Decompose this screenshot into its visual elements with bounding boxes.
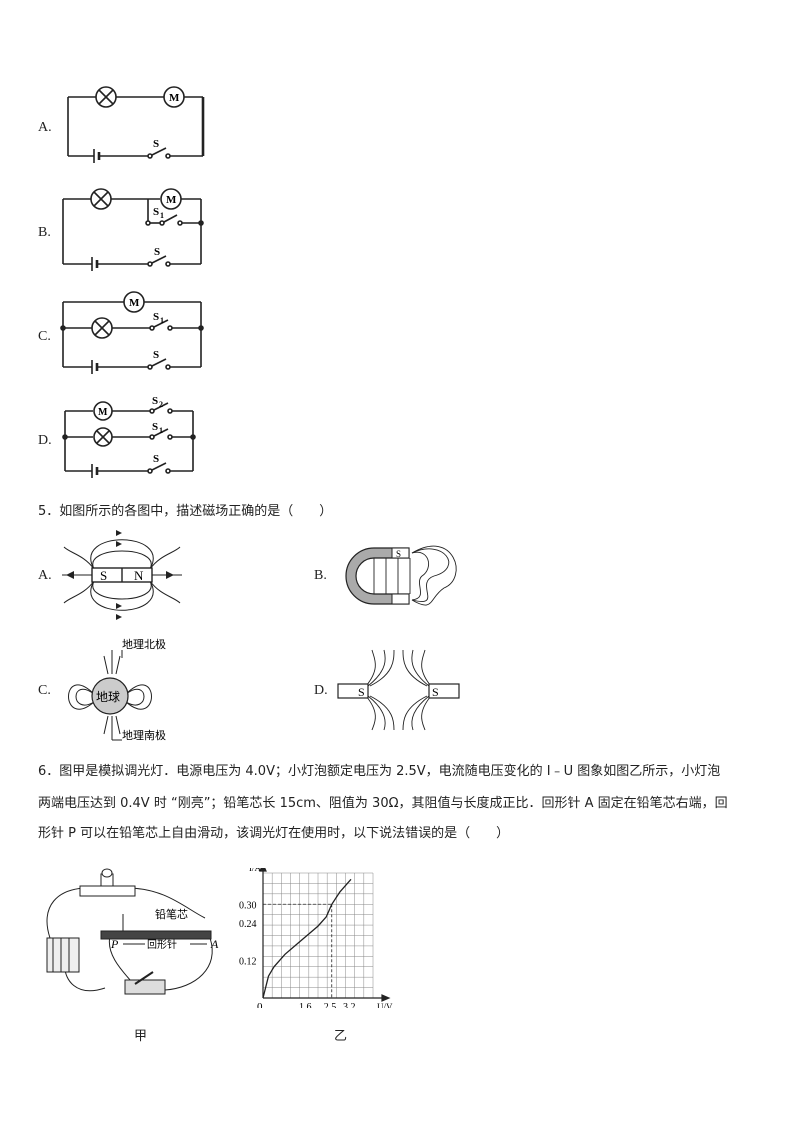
q5-option-a-label: A. (38, 568, 52, 583)
chart-x-tick-labels: 1.6 2.5 3.2 (299, 1002, 356, 1008)
magnet-s-label: S (100, 568, 107, 583)
clip-a-label: A (210, 937, 219, 951)
chart-y-tick-labels: 0.30 0.24 0.12 (239, 900, 257, 967)
motor-label: M (169, 92, 180, 104)
chart-axes (259, 868, 391, 1002)
switch-s1-sub: 1 (160, 211, 164, 220)
earth-magnetic-field-diagram: 地球 地理北极 地理南极 (68, 637, 166, 742)
switch-s1-sub: 1 (160, 316, 164, 325)
motor-label: M (129, 297, 140, 309)
geo-south-label: 地理南极 (122, 728, 166, 742)
q5-option-c-label: C. (38, 683, 51, 698)
horseshoe-magnet-field-diagram: S (345, 545, 457, 606)
switch-s1-label: S (152, 421, 158, 433)
circuit-d: M S 2 S 1 S (62, 395, 196, 478)
switch-s-label: S (154, 246, 160, 258)
chart-grid (263, 872, 374, 998)
earth-label: 地球 (96, 690, 120, 704)
option-a-label: A. (38, 120, 52, 135)
right-s-label: S (432, 685, 439, 699)
circuit-c: M S 1 S (60, 291, 204, 374)
magnet-n-label: N (134, 568, 144, 583)
geo-north-label: 地理北极 (122, 637, 166, 651)
pencil-lead-label: 铅笔芯 (155, 907, 188, 921)
chart-xlabel: U/V (377, 1002, 393, 1008)
chart-ylabel: I/A (249, 868, 261, 873)
q5-option-b-label: B. (314, 568, 327, 583)
magnet-s-label: S (396, 549, 401, 559)
switch-s2-label: S (152, 395, 158, 407)
x-tick-label: 3.2 (343, 1002, 356, 1008)
switch-s-label: S (153, 453, 159, 465)
option-d-label: D. (38, 433, 52, 448)
switch-s1-label: S (153, 206, 159, 218)
switch-s2-sub: 2 (159, 400, 163, 409)
two-s-poles-field-diagram: S S (337, 649, 460, 731)
circuit-b: M S 1 S (62, 188, 204, 271)
switch-s-label: S (153, 349, 159, 361)
q5-option-d-label: D. (314, 683, 328, 698)
question-6-line-2: 两端电压达到 0.4V 时 “刚亮”；铅笔芯长 15cm、阻值为 30Ω，其阻值… (38, 796, 728, 811)
x-tick-label: 1.6 (299, 1002, 312, 1008)
figure-jia-caption: 甲 (134, 1029, 148, 1044)
switch-s1-sub: 1 (159, 426, 163, 435)
switch-s1-label: S (153, 311, 159, 323)
y-axis-arrow (259, 868, 267, 872)
question-5-stem: 5．如图所示的各图中，描述磁场正确的是（ ） (38, 504, 333, 519)
y-tick-label: 0.30 (239, 900, 257, 911)
chart-origin-label: 0 (257, 1001, 263, 1008)
x-tick-label: 2.5 (324, 1002, 337, 1008)
bar-magnet-field-diagram: S N (62, 530, 182, 620)
iu-graph: 1.6 2.5 3.2 0.30 0.24 0.12 0 I/A U/V (239, 868, 393, 1008)
motor-label: M (98, 407, 108, 418)
option-c-label: C. (38, 329, 51, 344)
option-b-label: B. (38, 225, 51, 240)
question-6-line-3: 形针 P 可以在铅笔芯上自由滑动，该调光灯在使用时，以下说法错误的是（ ） (38, 826, 510, 841)
y-tick-label: 0.24 (239, 919, 257, 930)
switch-s-label: S (153, 138, 159, 150)
figure-yi-caption: 乙 (334, 1029, 348, 1044)
paper-clip-label: 回形针 (147, 938, 177, 951)
left-s-label: S (358, 685, 365, 699)
chart-series-line (262, 878, 352, 999)
motor-label: M (166, 194, 177, 206)
dimmer-circuit-diagram: 铅笔芯 P 回形针 A (46, 868, 219, 995)
x-axis-arrow (381, 994, 391, 1002)
circuit-a: M S (67, 86, 205, 163)
y-tick-label: 0.12 (239, 957, 257, 968)
question-6-line-1: 6．图甲是模拟调光灯．电源电压为 4.0V；小灯泡额定电压为 2.5V，电流随电… (38, 764, 721, 779)
chart-guide-lines (263, 903, 333, 998)
clip-p-label: P (110, 937, 119, 951)
